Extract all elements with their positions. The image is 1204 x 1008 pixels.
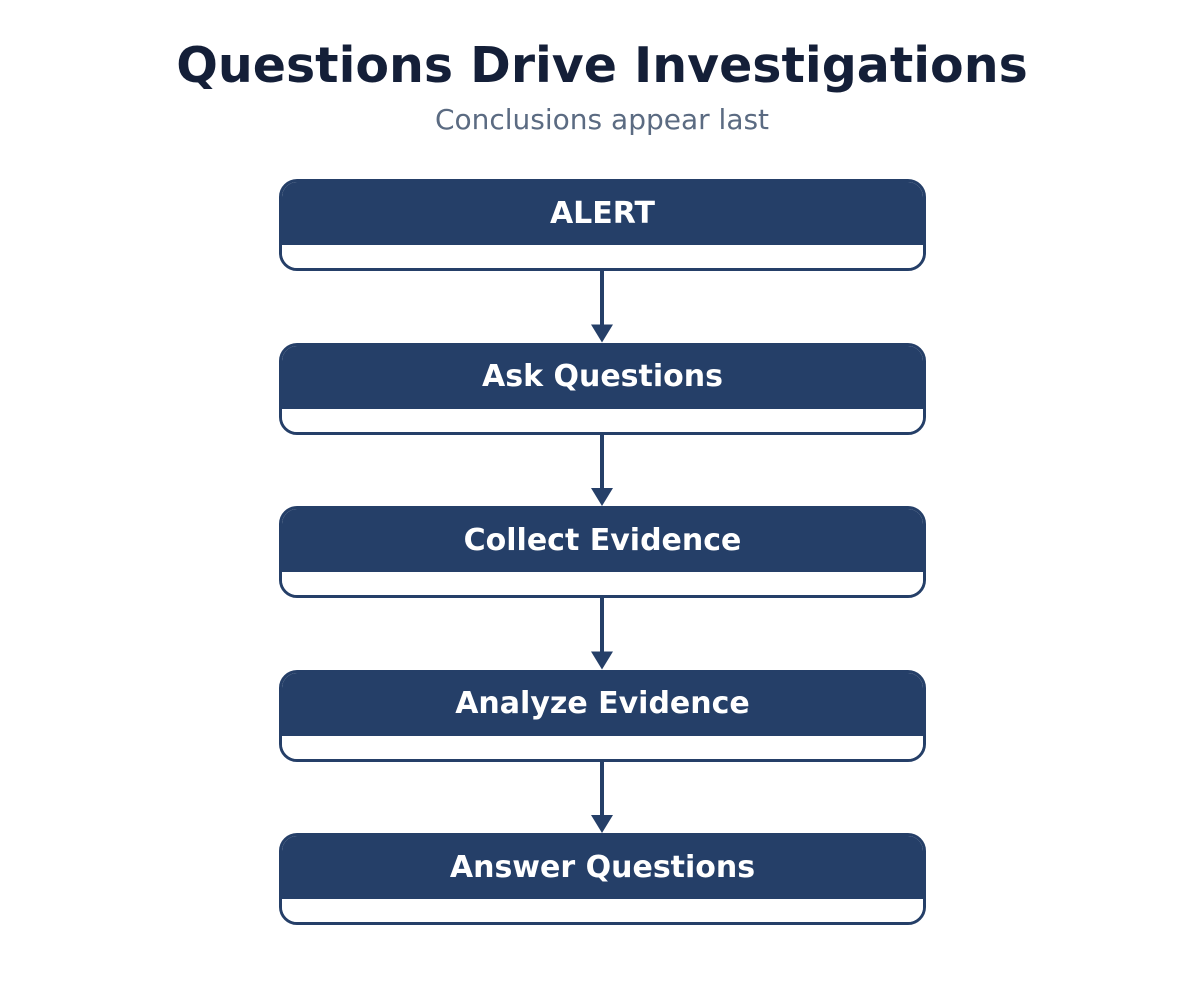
flow-step-1: ALERT <box>279 179 926 271</box>
flow-arrow-1 <box>591 271 613 343</box>
flow-step-2: Ask Questions <box>279 342 926 435</box>
flow-step-body <box>282 245 923 268</box>
flow-step-4: Analyze Evidence <box>279 669 926 762</box>
flow-step-header: ALERT <box>282 182 923 245</box>
flow-step-3: Collect Evidence <box>279 506 926 598</box>
flow-step-header: Collect Evidence <box>282 509 923 572</box>
arrow-head <box>591 488 613 506</box>
flow-step-header: Answer Questions <box>282 836 923 899</box>
flow-arrow-2 <box>591 434 613 506</box>
flow-step-label: Answer Questions <box>449 849 756 885</box>
flow-step-body <box>282 408 923 432</box>
flow-step-5: Answer Questions <box>279 833 926 925</box>
diagram-subtitle: Conclusions appear last <box>434 103 770 136</box>
flow-step-label: Collect Evidence <box>463 522 742 558</box>
arrow-head <box>591 651 613 670</box>
flow-step-label: ALERT <box>549 195 656 231</box>
flow-step-header: Analyze Evidence <box>282 672 923 736</box>
arrow-head <box>591 324 613 343</box>
flow-step-body <box>282 735 923 759</box>
diagram-title: Questions Drive Investigations <box>176 37 1028 94</box>
flow-arrow-4 <box>591 761 613 833</box>
flow-step-label: Ask Questions <box>482 359 723 394</box>
flow-step-header: Ask Questions <box>282 345 923 409</box>
arrow-head <box>591 815 613 833</box>
flow-arrow-3 <box>591 598 613 670</box>
flow-step-label: Analyze Evidence <box>455 686 750 721</box>
flow-step-body <box>282 899 923 922</box>
flow-step-body <box>282 572 923 595</box>
